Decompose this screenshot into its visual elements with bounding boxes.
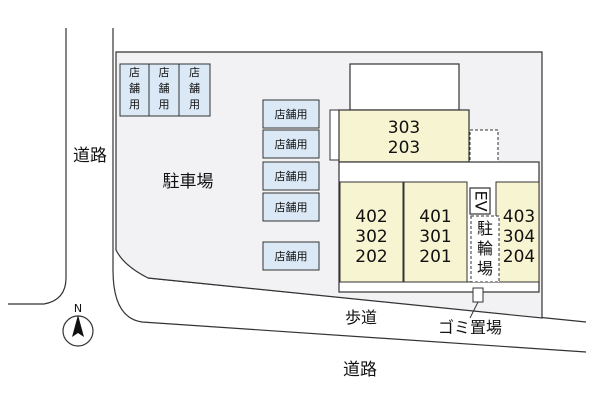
bike-parking-char-2: 輪 [477,239,493,258]
shop-horizontal-3-label: 店舗用 [275,169,308,183]
shop-space-horizontal-1: 店舗用 [262,99,320,129]
elevator-box [469,187,491,215]
west-road-label: 道路 [73,146,107,166]
unit-column-401-301-201 [403,181,468,283]
shop-space-horizontal-4: 店舗用 [262,192,320,222]
unit-402-label: 402 [355,207,387,227]
bike-parking-char-3: 場 [477,259,493,278]
compass-letter: N [74,302,82,315]
unit-303-203 [338,109,470,163]
building-roof-block [349,63,460,111]
unit-204-label: 204 [503,247,535,267]
west-road-edge [8,28,67,305]
west-road-inner-edge [112,28,587,353]
unit-304-label: 304 [503,227,535,247]
garbage-leader-line [469,301,479,319]
shop-space-vertical-3: 店 舗 用 [178,63,211,117]
unit-column-402-302-202 [339,181,404,283]
unit-203-label: 203 [388,138,420,158]
shop-vertical-2-char-1: 店 [159,65,170,79]
unit-202-label: 202 [355,247,387,267]
shop-horizontal-5-label: 店舗用 [275,249,308,263]
elevator-label: EV [472,190,491,211]
shop-vertical-1-char-1: 店 [129,65,140,79]
sidewalk-label: 歩道 [345,308,377,327]
shop-horizontal-4-label: 店舗用 [275,200,308,214]
bike-parking-char-1: 駐 [477,219,493,238]
shop-space-vertical-1: 店 舗 用 [119,63,150,117]
shop-vertical-3-char-1: 店 [189,65,200,79]
unit-201-label: 201 [419,247,451,267]
bike-parking [470,215,500,283]
shop-vertical-3-char-2: 舗 [189,81,200,95]
south-road-label: 道路 [343,360,377,380]
shop-horizontal-1-label: 店舗用 [275,107,308,121]
unit-401-label: 401 [419,207,451,227]
unit-403-label: 403 [503,207,535,227]
shop-vertical-1-char-3: 用 [129,98,140,111]
garbage-label: ゴミ置場 [438,318,502,337]
upper-dashed-space [469,129,499,163]
shop-space-vertical-2: 店 舗 用 [148,63,180,117]
shop-space-horizontal-3: 店舗用 [262,161,320,191]
shop-vertical-1-char-2: 舗 [129,81,140,95]
shop-space-horizontal-5: 店舗用 [262,241,320,271]
shop-vertical-2-char-3: 用 [159,98,170,111]
unit-301-label: 301 [419,227,451,247]
unit-302-label: 302 [355,227,387,247]
shop-vertical-2-char-2: 舗 [159,81,170,95]
unit-303-label: 303 [388,118,420,138]
shop-vertical-3-char-3: 用 [189,98,200,111]
garbage-area-box [472,287,484,303]
compass-icon: N [62,302,94,347]
unit-column-403-304-204 [495,181,540,283]
parking-label: 駐車場 [163,172,214,192]
shop-horizontal-2-label: 店舗用 [275,137,308,151]
shop-space-horizontal-2: 店舗用 [262,129,320,159]
